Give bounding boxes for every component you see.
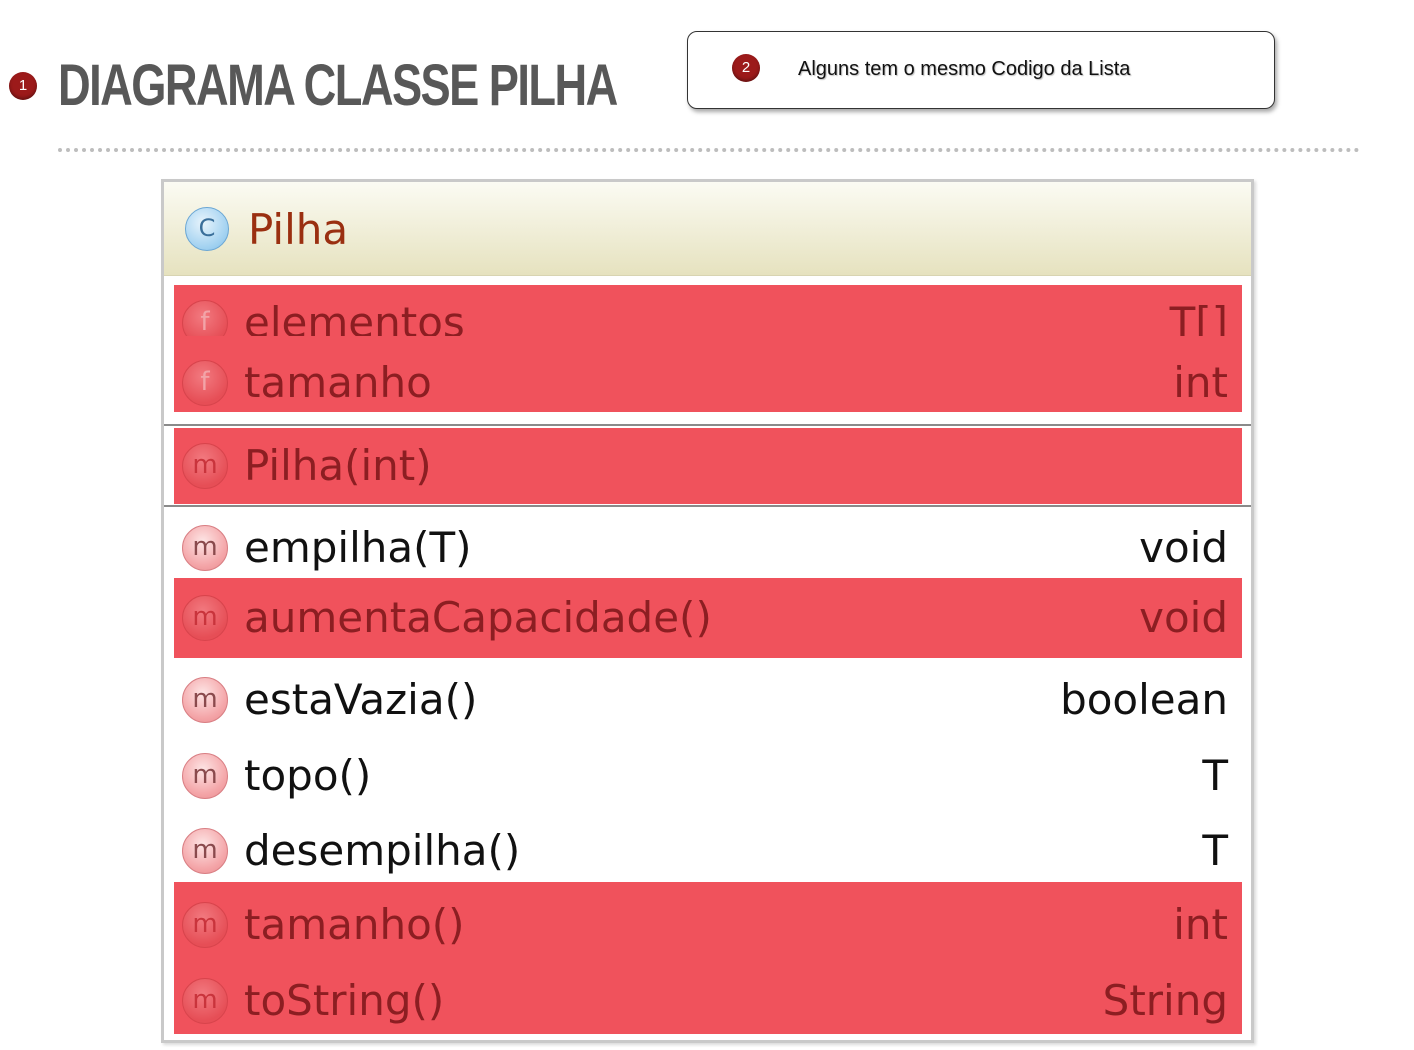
- method-row-aumentaCapacidade: m aumentaCapacidade() void: [174, 578, 1242, 658]
- section-divider-constructors: [164, 505, 1251, 507]
- field-icon: f: [182, 360, 228, 406]
- method-icon: m: [182, 902, 228, 948]
- method-return-type: String: [1102, 976, 1228, 1025]
- method-row-desempilha: m desempilha() T: [174, 813, 1242, 889]
- field-type: int: [1173, 358, 1228, 407]
- method-icon: m: [182, 753, 228, 799]
- method-name: empilha(T): [244, 523, 472, 572]
- method-name: tamanho(): [244, 900, 465, 949]
- method-row-tamanho: m tamanho() int: [174, 882, 1242, 958]
- class-icon: C: [185, 207, 229, 251]
- method-row-empilha: m empilha(T) void: [174, 510, 1242, 586]
- method-icon: m: [182, 525, 228, 571]
- method-name: aumentaCapacidade(): [244, 593, 712, 642]
- class-name: Pilha: [248, 205, 349, 254]
- class-header: C Pilha: [164, 182, 1251, 276]
- note-text: Alguns tem o mesmo Codigo da Lista: [798, 58, 1131, 80]
- method-return-type: T: [1202, 751, 1228, 800]
- method-return-type: int: [1173, 900, 1228, 949]
- method-return-type: void: [1139, 523, 1228, 572]
- method-icon: m: [182, 443, 228, 489]
- method-name: desempilha(): [244, 826, 521, 875]
- method-return-type: boolean: [1060, 675, 1228, 724]
- method-icon: m: [182, 828, 228, 874]
- method-name: topo(): [244, 751, 372, 800]
- step-2-badge: 2: [732, 54, 760, 82]
- slide-title: DIAGRAMA CLASSE PILHA: [58, 53, 618, 118]
- method-icon: m: [182, 677, 228, 723]
- method-row-topo: m topo() T: [174, 738, 1242, 814]
- field-name: tamanho: [244, 358, 432, 407]
- step-1-badge: 1: [9, 72, 37, 100]
- method-return-type: T: [1202, 826, 1228, 875]
- method-name: estaVazia(): [244, 675, 478, 724]
- dotted-divider: [58, 148, 1360, 152]
- uml-class-box: C Pilha f elementos T[] f tamanho int m …: [161, 179, 1254, 1043]
- constructor-name: Pilha(int): [244, 441, 432, 490]
- section-divider-fields: [164, 424, 1251, 426]
- method-icon: m: [182, 595, 228, 641]
- note-callout: [687, 31, 1275, 109]
- constructor-row: m Pilha(int): [174, 428, 1242, 504]
- method-name: toString(): [244, 976, 445, 1025]
- method-icon: m: [182, 978, 228, 1024]
- method-row-estaVazia: m estaVazia() boolean: [174, 662, 1242, 738]
- field-row-tamanho: f tamanho int: [174, 336, 1242, 412]
- method-row-toString: m toString() String: [174, 958, 1242, 1034]
- method-return-type: void: [1139, 593, 1228, 642]
